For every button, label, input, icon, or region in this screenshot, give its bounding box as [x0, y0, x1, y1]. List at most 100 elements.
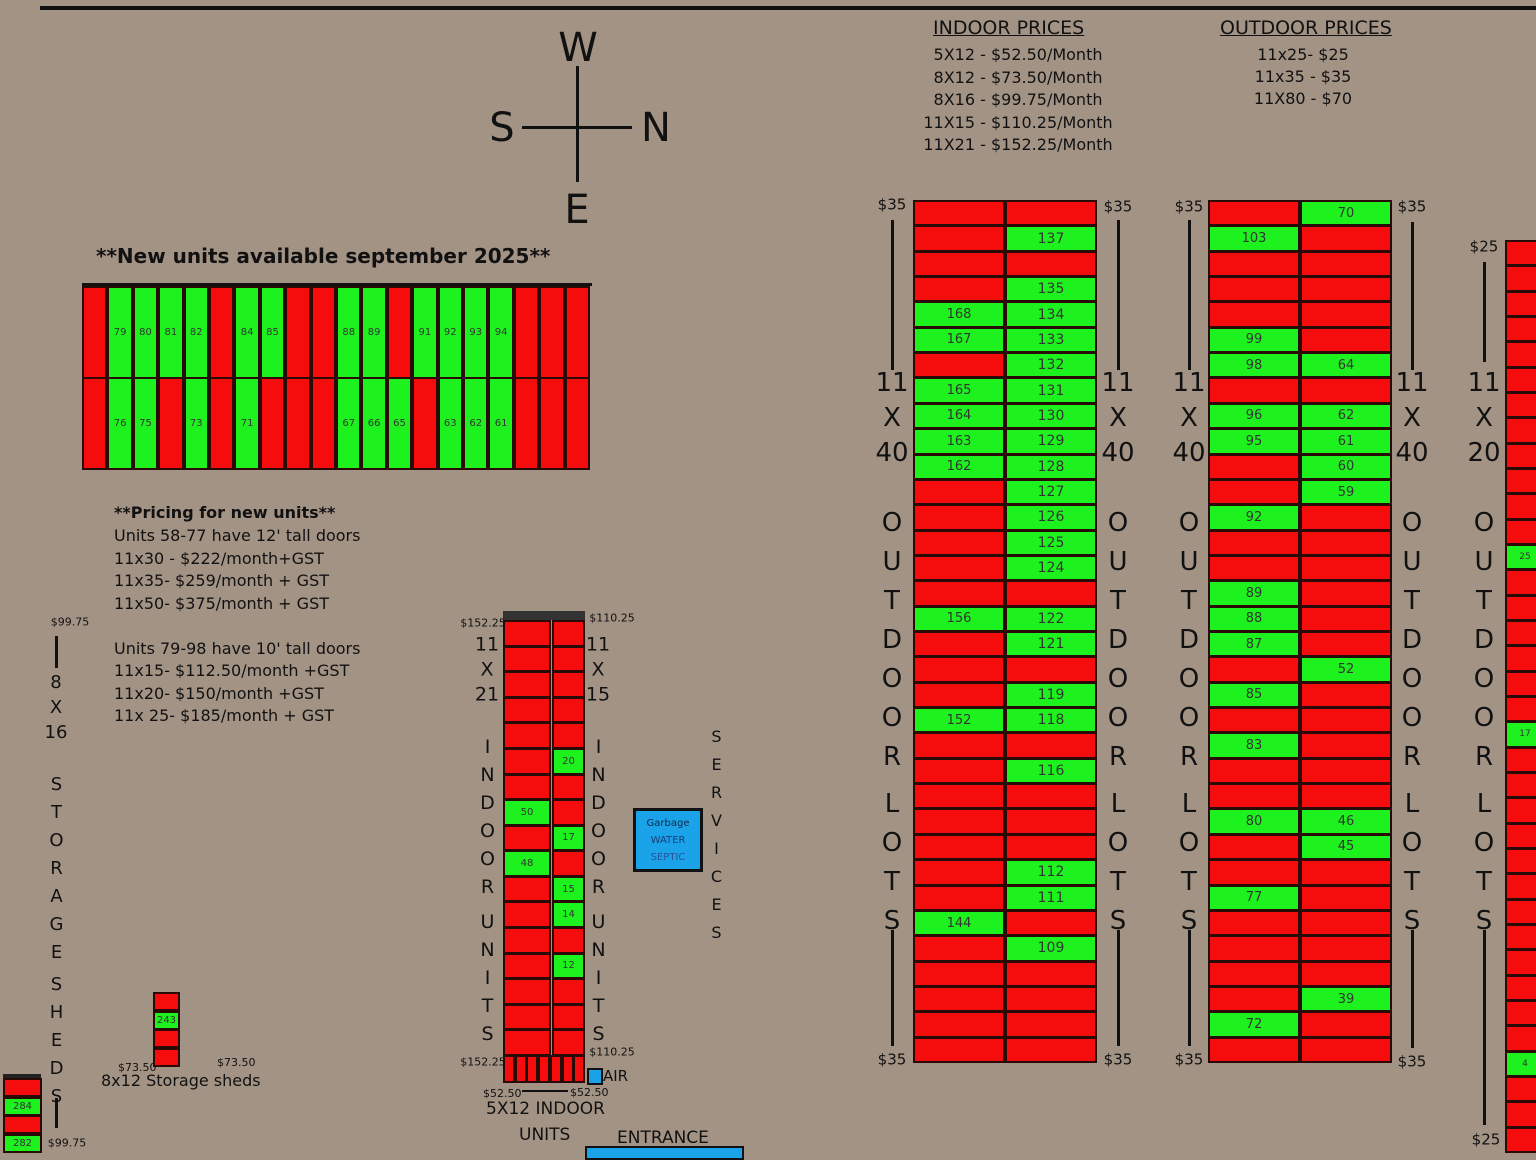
unit-cell[interactable]: [1505, 493, 1536, 520]
unit-cell[interactable]: 118: [1005, 707, 1097, 734]
unit-cell[interactable]: [913, 656, 1005, 683]
unit-cell[interactable]: [310, 286, 336, 379]
unit-cell[interactable]: [503, 824, 551, 852]
unit-cell[interactable]: [1300, 554, 1392, 582]
unit-cell[interactable]: [1300, 529, 1392, 556]
unit-cell[interactable]: [1208, 757, 1300, 785]
unit-cell[interactable]: 124: [1005, 554, 1097, 582]
unit-cell[interactable]: [1300, 859, 1392, 886]
unit-cell[interactable]: [913, 884, 1005, 911]
unit-cell[interactable]: [1505, 1101, 1536, 1128]
unit-cell[interactable]: [526, 1055, 539, 1083]
unit-cell[interactable]: 167: [913, 326, 1005, 354]
unit-cell[interactable]: 156: [913, 605, 1005, 632]
unit-cell[interactable]: [1505, 974, 1536, 1001]
unit-cell[interactable]: 95: [1208, 428, 1300, 455]
unit-cell[interactable]: [1005, 250, 1097, 278]
unit-cell[interactable]: 111: [1005, 884, 1097, 911]
unit-cell[interactable]: 162: [913, 453, 1005, 480]
unit-cell[interactable]: [1505, 670, 1536, 697]
unit-cell[interactable]: [1505, 1126, 1536, 1153]
unit-cell[interactable]: 128: [1005, 453, 1097, 480]
unit-cell[interactable]: [1300, 960, 1392, 987]
unit-cell[interactable]: [259, 377, 286, 470]
unit-cell[interactable]: [1300, 909, 1392, 937]
unit-cell[interactable]: [1208, 478, 1300, 506]
unit-cell[interactable]: [913, 225, 1005, 252]
unit-cell[interactable]: 96: [1208, 402, 1300, 430]
unit-cell[interactable]: [1505, 518, 1536, 545]
unit-cell[interactable]: 62: [463, 377, 489, 470]
unit-cell[interactable]: [552, 978, 585, 1005]
unit-cell[interactable]: 67: [336, 377, 362, 470]
unit-cell[interactable]: 121: [1005, 631, 1097, 658]
unit-cell[interactable]: [310, 377, 336, 470]
unit-cell[interactable]: [1208, 453, 1300, 480]
unit-cell[interactable]: 134: [1005, 301, 1097, 328]
unit-cell[interactable]: [913, 631, 1005, 658]
unit-cell[interactable]: 15: [552, 875, 585, 903]
unit-cell[interactable]: 72: [1208, 1011, 1300, 1038]
unit-cell[interactable]: [1208, 707, 1300, 734]
unit-cell[interactable]: [1505, 366, 1536, 393]
unit-cell[interactable]: [1300, 605, 1392, 632]
unit-cell[interactable]: [1300, 631, 1392, 658]
unit-cell[interactable]: [1005, 960, 1097, 987]
unit-cell[interactable]: [913, 1036, 1005, 1063]
unit-cell[interactable]: [1505, 594, 1536, 621]
unit-cell[interactable]: [1505, 797, 1536, 824]
unit-cell[interactable]: 80: [1208, 808, 1300, 835]
unit-cell[interactable]: 75: [132, 377, 159, 470]
unit-cell[interactable]: [1300, 326, 1392, 354]
unit-cell[interactable]: [1505, 1076, 1536, 1103]
unit-cell[interactable]: [1505, 620, 1536, 647]
unit-cell[interactable]: 129: [1005, 428, 1097, 455]
unit-cell[interactable]: 165: [913, 377, 1005, 404]
unit-cell[interactable]: [913, 352, 1005, 379]
unit-cell[interactable]: [1300, 707, 1392, 734]
unit-cell[interactable]: [1005, 732, 1097, 759]
unit-cell[interactable]: [209, 377, 235, 470]
unit-cell[interactable]: [913, 783, 1005, 810]
unit-cell[interactable]: 17: [1505, 721, 1536, 748]
unit-cell[interactable]: 66: [361, 377, 387, 470]
unit-cell[interactable]: 89: [361, 286, 387, 379]
unit-cell[interactable]: [1208, 783, 1300, 810]
unit-cell[interactable]: 61: [1300, 428, 1392, 455]
unit-cell[interactable]: [1005, 783, 1097, 810]
unit-cell[interactable]: [1505, 290, 1536, 317]
unit-cell[interactable]: 45: [1300, 833, 1392, 861]
unit-cell[interactable]: 39: [1300, 985, 1392, 1013]
unit-cell[interactable]: [1300, 757, 1392, 785]
unit-cell[interactable]: 112: [1005, 859, 1097, 886]
unit-cell[interactable]: [1208, 656, 1300, 683]
unit-cell[interactable]: [503, 722, 551, 749]
unit-cell[interactable]: [1005, 833, 1097, 861]
unit-cell[interactable]: 133: [1005, 326, 1097, 354]
unit-cell[interactable]: 79: [107, 286, 133, 379]
unit-cell[interactable]: [913, 504, 1005, 531]
unit-cell[interactable]: [1208, 377, 1300, 404]
unit-cell[interactable]: [552, 1003, 585, 1031]
unit-cell[interactable]: [913, 833, 1005, 861]
unit-cell[interactable]: [564, 286, 590, 379]
unit-cell[interactable]: [539, 286, 565, 379]
unit-cell[interactable]: [1300, 504, 1392, 531]
unit-cell[interactable]: [913, 529, 1005, 556]
unit-cell[interactable]: 103: [1208, 225, 1300, 252]
unit-cell[interactable]: [913, 276, 1005, 303]
unit-cell[interactable]: 125: [1005, 529, 1097, 556]
unit-cell[interactable]: 4: [1505, 1050, 1536, 1077]
unit-cell[interactable]: 77: [1208, 884, 1300, 911]
unit-cell[interactable]: 119: [1005, 681, 1097, 709]
unit-cell[interactable]: [913, 580, 1005, 607]
unit-cell[interactable]: [552, 850, 585, 877]
unit-cell[interactable]: [285, 377, 311, 470]
unit-cell[interactable]: 50: [503, 799, 551, 826]
unit-cell[interactable]: [1505, 341, 1536, 368]
unit-cell[interactable]: [285, 286, 311, 379]
unit-cell[interactable]: 48: [503, 850, 551, 877]
unit-cell[interactable]: 122: [1005, 605, 1097, 632]
unit-cell[interactable]: [913, 985, 1005, 1013]
unit-cell[interactable]: [913, 732, 1005, 759]
